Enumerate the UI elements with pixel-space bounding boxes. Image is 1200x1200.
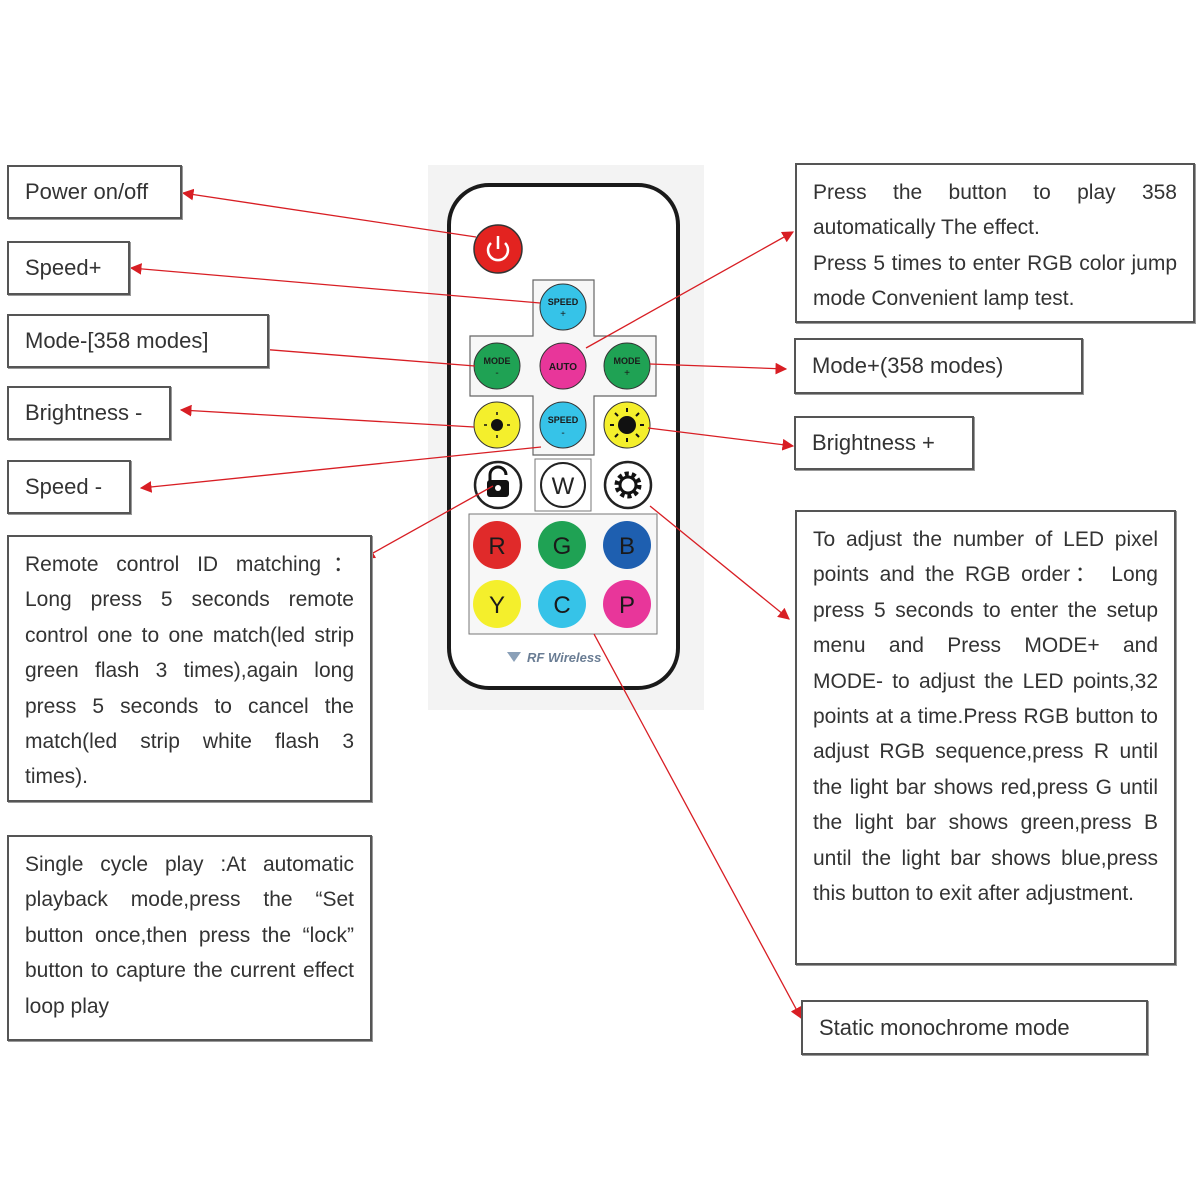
sun-small-icon bbox=[491, 419, 503, 431]
sun-large-icon bbox=[618, 416, 636, 434]
speed-minus-button[interactable]: SPEED - bbox=[539, 401, 587, 449]
brightness-plus-label: Brightness + bbox=[812, 430, 935, 455]
arrow-brightness-plus bbox=[647, 427, 795, 451]
svg-text:+: + bbox=[560, 309, 566, 320]
gear-icon bbox=[614, 471, 642, 499]
static-mode-label-box: Static monochrome mode bbox=[801, 1000, 1148, 1055]
id-matching-box: Remote control ID matching： Long press 5… bbox=[7, 535, 372, 802]
speed-plus-button[interactable]: SPEED + bbox=[539, 283, 587, 331]
mode-plus-label: Mode+(358 modes) bbox=[812, 353, 1004, 378]
id-matching-text: Remote control ID matching： Long press 5… bbox=[25, 553, 354, 789]
purple-button-label: P bbox=[619, 592, 635, 619]
purple-button[interactable]: P bbox=[603, 580, 651, 628]
mode-plus-label-box: Mode+(358 modes) bbox=[794, 338, 1083, 394]
power-icon bbox=[486, 242, 510, 262]
auto-button-label: AUTO bbox=[549, 362, 577, 373]
blue-button[interactable]: B bbox=[603, 521, 651, 569]
power-label: Power on/off bbox=[25, 179, 149, 204]
mode-minus-label-box: Mode-[358 modes] bbox=[7, 314, 269, 368]
auto-play-text: Press the button to play 358 automatical… bbox=[797, 165, 1193, 327]
single-cycle-text: Single cycle play :At automatic playback… bbox=[25, 853, 354, 1018]
brightness-minus-label: Brightness - bbox=[25, 400, 143, 425]
auto-play-line-2: Press 5 times to enter RGB color jump mo… bbox=[813, 251, 1177, 311]
speed-plus-label-box: Speed+ bbox=[7, 241, 130, 295]
single-cycle-box: Single cycle play :At automatic playback… bbox=[7, 835, 372, 1041]
mode-plus-button[interactable]: MODE + bbox=[603, 342, 651, 390]
brightness-plus-button[interactable] bbox=[603, 401, 651, 449]
mode-plus-button-label: MODE bbox=[614, 356, 641, 366]
mode-minus-label: Mode-[358 modes] bbox=[25, 328, 209, 353]
speed-minus-label-box: Speed - bbox=[7, 460, 131, 514]
brand-label: RF Wireless bbox=[527, 650, 601, 665]
green-button-label: G bbox=[553, 533, 572, 560]
power-label-box: Power on/off bbox=[7, 165, 182, 219]
arrow-speed-plus bbox=[129, 263, 541, 304]
power-button[interactable] bbox=[473, 224, 523, 274]
svg-text:-: - bbox=[495, 368, 498, 379]
red-button[interactable]: R bbox=[473, 521, 521, 569]
brightness-minus-label-box: Brightness - bbox=[7, 386, 171, 440]
auto-play-box: Press the button to play 358 automatical… bbox=[795, 163, 1195, 323]
wireless-icon bbox=[507, 652, 521, 662]
setup-box: To adjust the number of LED pixel points… bbox=[795, 510, 1176, 965]
white-button-label: W bbox=[552, 473, 575, 500]
auto-play-line-1: Press the button to play 358 automatical… bbox=[813, 181, 1177, 240]
rf-wireless-brand: RF Wireless bbox=[507, 650, 601, 665]
speed-plus-label: Speed+ bbox=[25, 255, 102, 280]
yellow-button[interactable]: Y bbox=[473, 580, 521, 628]
cyan-button-label: C bbox=[553, 592, 570, 619]
lock-button[interactable] bbox=[473, 460, 523, 510]
arrow-static bbox=[593, 633, 802, 1020]
arrow-lock bbox=[362, 485, 494, 559]
brightness-minus-button[interactable] bbox=[473, 401, 521, 449]
white-button[interactable]: W bbox=[540, 462, 586, 508]
arrow-brightness-minus bbox=[179, 404, 475, 428]
cyan-button[interactable]: C bbox=[538, 580, 586, 628]
arrow-setup bbox=[649, 505, 790, 620]
speed-plus-button-label: SPEED bbox=[548, 297, 579, 307]
brightness-plus-label-box: Brightness + bbox=[794, 416, 974, 470]
speed-minus-label: Speed - bbox=[25, 474, 103, 499]
red-button-label: R bbox=[488, 533, 505, 560]
auto-button[interactable]: AUTO bbox=[539, 342, 587, 390]
arrow-mode-plus bbox=[649, 362, 788, 375]
speed-minus-button-label: SPEED bbox=[548, 415, 579, 425]
svg-text:-: - bbox=[561, 428, 564, 439]
yellow-button-label: Y bbox=[489, 592, 505, 619]
static-mode-label: Static monochrome mode bbox=[819, 1014, 1070, 1040]
green-button[interactable]: G bbox=[538, 521, 586, 569]
arrow-mode-minus bbox=[232, 341, 476, 367]
setup-text: To adjust the number of LED pixel points… bbox=[813, 528, 1158, 906]
lock-icon bbox=[487, 465, 509, 497]
arrow-auto bbox=[585, 231, 795, 349]
arrow-power bbox=[181, 188, 477, 238]
svg-text:+: + bbox=[624, 368, 630, 379]
mode-minus-button[interactable]: MODE - bbox=[473, 342, 521, 390]
setup-button[interactable] bbox=[603, 460, 653, 510]
mode-minus-button-label: MODE bbox=[484, 356, 511, 366]
arrow-speed-minus bbox=[139, 446, 542, 493]
blue-button-label: B bbox=[619, 533, 635, 560]
